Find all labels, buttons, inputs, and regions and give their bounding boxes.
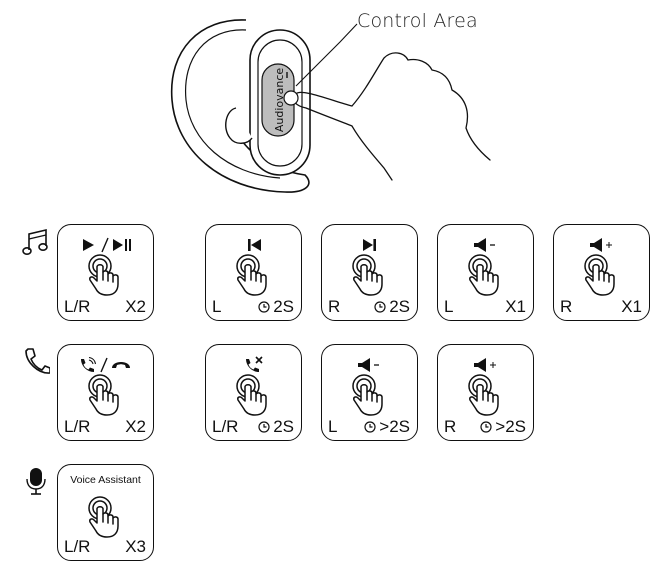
tap-action-text: X2 [125, 297, 146, 316]
phone-icon [25, 348, 50, 374]
function-symbol [322, 235, 417, 255]
tap-hand-icon [234, 373, 274, 417]
earbud-side: R [444, 417, 457, 436]
function-symbol [58, 235, 153, 255]
clock-icon [364, 421, 376, 433]
play-pause-icon [82, 237, 131, 253]
gesture-card-call-volume-down: L >2S [321, 344, 418, 441]
earbud-side: L/R [64, 537, 91, 556]
next-track-icon [362, 239, 376, 251]
music-icon [22, 228, 48, 255]
tap-hand-icon [234, 253, 274, 297]
tap-action: X1 [621, 297, 642, 317]
tap-action-text: X1 [505, 297, 526, 316]
previous-track-icon [247, 239, 261, 251]
clock-icon [374, 301, 386, 313]
volume-up-icon [589, 238, 612, 252]
tap-action-text: X3 [125, 537, 146, 556]
tap-action-text: >2S [379, 417, 410, 436]
callout-leader [295, 23, 358, 87]
gesture-card-next-track: R 2S [321, 224, 418, 321]
gesture-card-reject-call: L/R 2S [205, 344, 302, 441]
tap-action: 2S [258, 417, 294, 437]
tap-hand-icon [582, 253, 622, 297]
reject-call-icon [245, 356, 263, 372]
gesture-card-answer-end-call: L/R X2 [57, 344, 154, 441]
tap-action: 2S [374, 297, 410, 317]
gesture-card-play-pause: L/R X2 [57, 224, 154, 321]
tap-action: X3 [125, 537, 146, 557]
gesture-card-previous-track: L 2S [205, 224, 302, 321]
gesture-card-volume-down: L X1 [437, 224, 534, 321]
tap-hand-icon [466, 373, 506, 417]
gesture-card-volume-up: R X1 [553, 224, 650, 321]
tap-hand-icon [86, 373, 126, 417]
tap-action: >2S [480, 417, 526, 437]
tap-action-text: X1 [621, 297, 642, 316]
clock-icon [480, 421, 492, 433]
tap-action: 2S [258, 297, 294, 317]
tap-hand-icon [466, 253, 506, 297]
function-symbol [438, 355, 533, 375]
control-area-label: Control Area [357, 10, 478, 32]
volume-up-icon [473, 358, 496, 372]
earbud-side: L [328, 417, 338, 436]
volume-down-icon [473, 238, 495, 252]
tap-action-text: 2S [273, 417, 294, 436]
pressing-hand [292, 52, 491, 181]
tap-action: X1 [505, 297, 526, 317]
tap-hand-icon [350, 253, 390, 297]
earbud-side: L [212, 297, 222, 316]
function-symbol [206, 355, 301, 375]
answer-end-call-icon [80, 356, 130, 373]
gesture-card-voice-assistant: Voice Assistant L/R X3 [57, 464, 154, 561]
earbud-side: L/R [64, 297, 91, 316]
function-symbol [554, 235, 649, 255]
earbud-side: L/R [212, 417, 239, 436]
earbud-side: L/R [64, 417, 91, 436]
brand-text: Audiovance [273, 68, 286, 133]
clock-icon [258, 301, 270, 313]
function-symbol [322, 355, 417, 375]
tap-hand-icon [86, 495, 126, 539]
function-symbol [58, 355, 153, 375]
volume-down-icon [357, 358, 379, 372]
earbud-side: R [328, 297, 341, 316]
tap-hand-icon [86, 253, 126, 297]
tap-hand-icon [350, 373, 390, 417]
gesture-card-call-volume-up: R >2S [437, 344, 534, 441]
tap-action-text: 2S [389, 297, 410, 316]
tap-action-text: >2S [495, 417, 526, 436]
function-symbol [438, 235, 533, 255]
tap-action: X2 [125, 417, 146, 437]
microphone-icon [26, 468, 46, 495]
clock-icon [258, 421, 270, 433]
tap-action-text: 2S [273, 297, 294, 316]
earbud-illustration: Audiovance [170, 19, 491, 193]
card-title: Voice Assistant [70, 474, 141, 486]
tap-action: X2 [125, 297, 146, 317]
earbud-side: R [560, 297, 573, 316]
earbud-side: L [444, 297, 454, 316]
tap-action: >2S [364, 417, 410, 437]
tap-action-text: X2 [125, 417, 146, 436]
function-symbol [206, 235, 301, 255]
